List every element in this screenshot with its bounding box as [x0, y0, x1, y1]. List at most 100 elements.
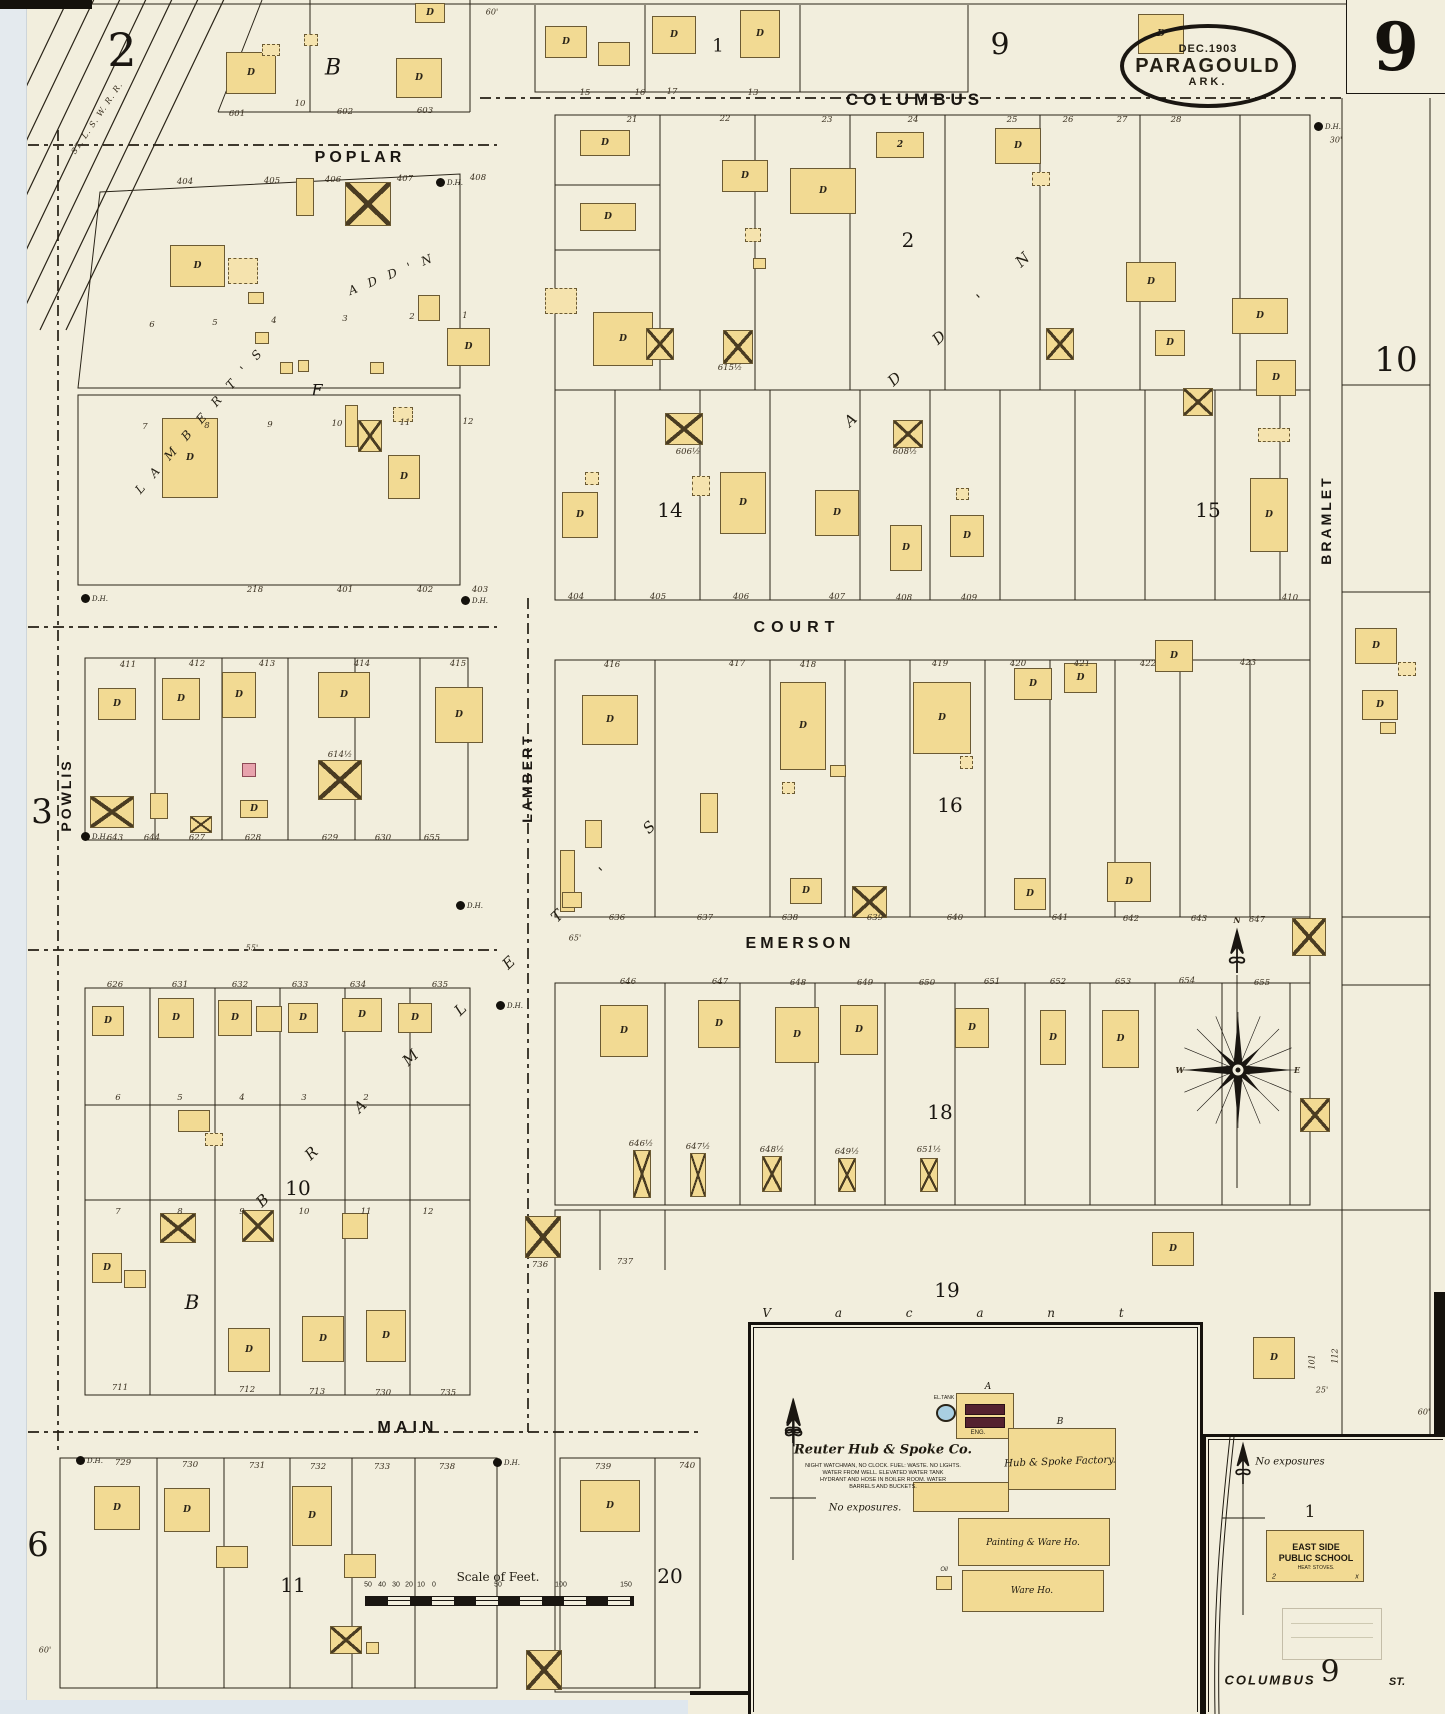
- building: D: [652, 16, 696, 54]
- lot-number: 409: [960, 593, 978, 603]
- building-tank: [936, 1404, 956, 1422]
- building: [753, 258, 766, 269]
- building: [782, 782, 795, 794]
- building: [256, 1006, 282, 1032]
- building-label: D: [245, 1345, 253, 1355]
- building-label: D: [1147, 277, 1155, 287]
- building: D: [1232, 298, 1288, 334]
- building: D: [780, 682, 826, 770]
- building-label: D: [1029, 679, 1037, 689]
- building: D: [1040, 1010, 1066, 1065]
- dimension-label: 55': [245, 943, 259, 953]
- building-label: D: [576, 510, 584, 520]
- lot-number: 10: [294, 99, 306, 109]
- building: [562, 892, 582, 908]
- building-label: D: [968, 1023, 976, 1033]
- lot-number: 732: [309, 1462, 327, 1472]
- lot-number: 12: [422, 1207, 434, 1217]
- lot-number: 627: [188, 833, 206, 843]
- scale-tick: 40: [378, 1581, 386, 1589]
- building: D: [170, 245, 225, 287]
- block-number: 16: [937, 793, 963, 817]
- lot-number: 643: [106, 833, 124, 843]
- building-label: D: [799, 721, 807, 731]
- compass-rose-svg: [1180, 1012, 1296, 1128]
- lot-number: 2: [363, 1093, 369, 1103]
- addition-name: V a c a n t: [762, 1306, 1154, 1320]
- building-label: D: [620, 1026, 628, 1036]
- block-number: 11: [280, 1573, 306, 1597]
- street-label: EMERSON: [745, 935, 855, 952]
- building-outbuilding: [190, 816, 212, 833]
- scale-tick: 100: [555, 1581, 567, 1589]
- inset-columbus-label: COLUMBUS: [1224, 1672, 1316, 1688]
- lot-number: 5: [212, 318, 218, 328]
- painting-wareho-label: Painting & Ware Ho.: [986, 1538, 1080, 1548]
- building: D: [790, 878, 822, 904]
- building-label: D: [1049, 1032, 1057, 1043]
- lot-number: 606½: [675, 447, 701, 457]
- building: D: [1064, 663, 1097, 693]
- lot-number: 15: [579, 88, 591, 98]
- building: [205, 1133, 223, 1146]
- lot-number: 648½: [759, 1145, 785, 1155]
- lot-number: 7: [115, 1207, 121, 1217]
- building: D: [435, 687, 483, 743]
- building-label: D: [464, 342, 473, 352]
- street-label: POWLIS: [58, 758, 74, 832]
- block-number: B: [184, 1290, 200, 1314]
- lot-number: 26: [1062, 115, 1074, 125]
- building: D: [1107, 862, 1151, 902]
- lot-number: 405: [649, 592, 667, 602]
- lot-number: 651½: [916, 1145, 942, 1155]
- building-label: D: [1026, 889, 1034, 899]
- block-number: 1: [712, 35, 724, 57]
- building-label: D: [756, 29, 764, 39]
- building-label: D: [235, 690, 243, 700]
- lot-number: 628: [244, 833, 262, 843]
- scale-tick: 0: [432, 1581, 436, 1589]
- building-label: D: [247, 68, 255, 78]
- lot-number: 24: [907, 115, 919, 125]
- lot-number: 639: [866, 913, 884, 923]
- lot-number: 614½: [327, 750, 353, 760]
- building: D: [600, 1005, 648, 1057]
- lot-number: 218: [246, 585, 264, 595]
- compass-rose-icon: [1178, 1010, 1298, 1135]
- building: [1008, 1428, 1116, 1490]
- lot-number: 11: [360, 1207, 372, 1217]
- building: D: [698, 1000, 740, 1048]
- block-number: 20: [657, 1564, 683, 1588]
- double-hydrant-icon: [496, 1001, 505, 1010]
- building-label: D: [619, 334, 627, 344]
- block-number: 6: [27, 1525, 49, 1565]
- block-number: 3: [31, 792, 53, 832]
- lot-number: 418: [799, 660, 817, 670]
- lot-number: 647: [711, 977, 729, 987]
- building-label: D: [741, 171, 749, 181]
- building-special: [242, 763, 256, 777]
- building-label: D: [308, 1511, 316, 1521]
- building: D: [366, 1310, 406, 1362]
- building-label: D: [193, 261, 202, 271]
- building-outbuilding: [1183, 388, 1213, 416]
- building: D: [1355, 628, 1397, 664]
- building-label: D: [793, 1030, 801, 1040]
- scale-tick: 50: [364, 1581, 372, 1589]
- scale-tick: 150: [620, 1581, 632, 1589]
- building-label: D: [426, 8, 434, 18]
- block-number: 10: [285, 1176, 311, 1200]
- building-label: D: [415, 73, 423, 83]
- double-hydrant-icon: [461, 596, 470, 605]
- lot-number: 415: [449, 659, 467, 669]
- building: D: [1155, 640, 1193, 672]
- building: [1032, 172, 1050, 186]
- school-no-exposures: No exposures: [1255, 1456, 1325, 1468]
- lot-number: 655: [1253, 978, 1271, 988]
- building-label: D: [1014, 141, 1022, 151]
- lot-number: 6: [115, 1093, 121, 1103]
- building-label: D: [172, 1013, 180, 1023]
- street-label: COLUMBUS: [845, 90, 985, 109]
- building-outbuilding: [852, 886, 887, 918]
- building: D: [995, 128, 1041, 164]
